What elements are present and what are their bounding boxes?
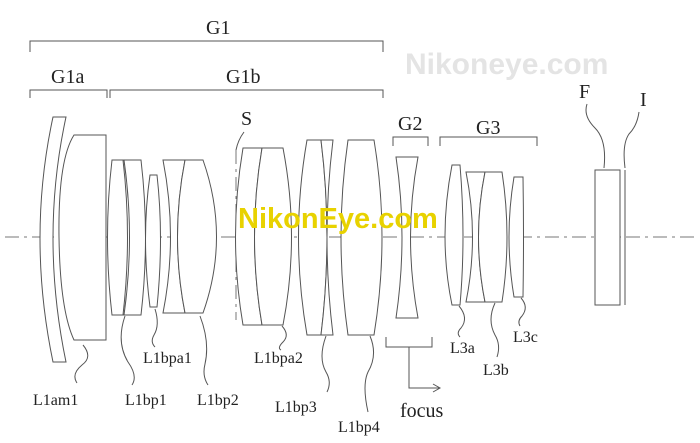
leader-l3c [518, 297, 526, 327]
leader-l1bpa1 [151, 308, 158, 348]
lens-l1bp2-b [177, 159, 217, 314]
leader-l1bpa2 [278, 325, 287, 351]
group-label-g2: G2 [398, 113, 422, 135]
lens-label-l1bp3: L1bp3 [275, 399, 317, 416]
group-label-g3: G3 [476, 117, 500, 139]
bracket-g3 [439, 136, 538, 146]
leader-l3b [490, 302, 500, 358]
leader-l3a [457, 305, 465, 338]
leader-l1bp3 [321, 335, 330, 393]
lens-label-l1bpa2: L1bpa2 [254, 350, 303, 367]
watermark-center: NikonEye.com [238, 203, 438, 235]
filter-label: F [579, 81, 590, 103]
lens-l1am1-front [39, 116, 67, 363]
leader-l1am1 [74, 344, 89, 384]
lens-label-l3c: L3c [513, 329, 538, 346]
lens-l1bp1-a [107, 159, 128, 316]
lens-l3b-b [478, 171, 508, 303]
leader-l1bp2 [199, 315, 209, 386]
lens-label-l1bp2: L1bp2 [197, 392, 239, 409]
lens-l1bp1-b [123, 159, 146, 316]
group-label-g1b: G1b [226, 66, 260, 88]
bracket-g2 [392, 136, 429, 146]
leader-l1bp1 [120, 315, 135, 386]
stop-leader [235, 131, 245, 158]
focus-arrow [408, 347, 440, 389]
lens-l3c [508, 176, 524, 298]
lens-label-l1bp1: L1bp1 [125, 392, 167, 409]
filter-plate [594, 169, 621, 306]
image-label: I [640, 89, 647, 111]
focus-arrowhead [432, 383, 442, 393]
stop-label: S [241, 108, 252, 130]
lens-l1am1-rear [58, 134, 107, 341]
lens-l1bpa2-b [254, 147, 292, 326]
image-leader [623, 111, 640, 169]
lens-l1bpa1 [145, 174, 161, 308]
focus-label: focus [400, 400, 444, 422]
group-label-g1a: G1a [51, 66, 84, 88]
lens-l1bp3-b [320, 139, 334, 336]
lens-l1bp3-a [298, 139, 328, 336]
bracket-g1 [29, 40, 384, 52]
lens-label-l1am1: L1am1 [33, 392, 78, 409]
bracket-g1b [109, 89, 384, 98]
lens-label-l3a: L3a [450, 340, 475, 357]
lens-l3a [444, 164, 464, 306]
watermark-corner: Nikoneye.com [405, 48, 608, 81]
lens-g2 [395, 156, 419, 319]
leader-l1bp4 [364, 335, 374, 413]
focus-bracket [385, 337, 433, 348]
lens-label-l1bpa1: L1bpa1 [143, 350, 192, 367]
lens-label-l1bp4: L1bp4 [338, 419, 380, 436]
lens-label-l3b: L3b [483, 362, 509, 379]
group-label-g1: G1 [206, 17, 230, 39]
lens-l1bp4 [340, 139, 383, 336]
filter-leader [585, 103, 606, 169]
bracket-g1a [29, 89, 108, 98]
